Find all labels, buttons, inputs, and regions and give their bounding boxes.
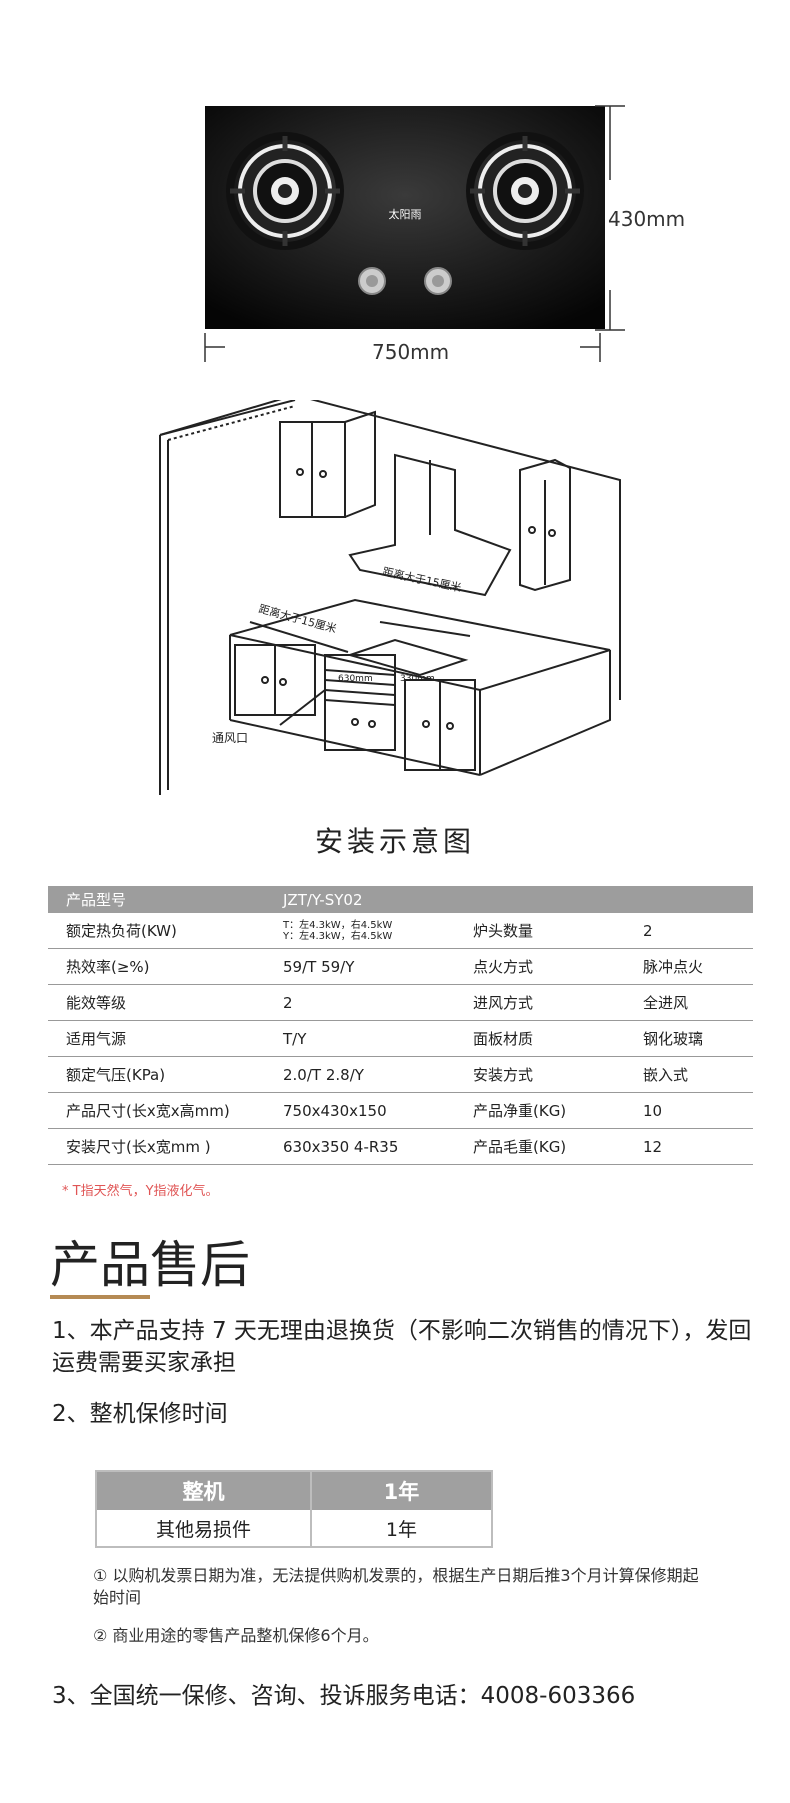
spec-value: T/Y <box>283 1029 307 1048</box>
knobs <box>358 267 452 295</box>
warranty-table: 整机 1年 其他易损件 1年 <box>95 1470 493 1548</box>
stove-top-view: 太阳雨 <box>205 106 605 329</box>
left-burner <box>226 132 344 250</box>
installation-diagram: 距离大于15厘米 距离大于15厘米 630mm 330mm 通风口 <box>159 400 621 795</box>
spec-key: 适用气源 <box>66 1030 127 1048</box>
right-burner <box>466 132 584 250</box>
spec-key: 安装方式 <box>473 1066 534 1084</box>
width-dimension: 750mm <box>372 340 450 364</box>
warranty-note-2: ② 商业用途的零售产品整机保修6个月。 <box>93 1626 379 1645</box>
warranty-heading: 2、整机保修时间 <box>52 1401 228 1427</box>
spec-key: 能效等级 <box>66 994 127 1012</box>
table-row: 能效等级 2 进风方式 全进风 <box>48 985 753 1021</box>
spec-header-label: 产品型号 <box>66 891 127 909</box>
spec-value: 630x350 4-R35 <box>283 1137 399 1156</box>
spec-header-value: JZT/Y-SY02 <box>283 890 363 909</box>
spec-key: 安装尺寸(长x宽mm ) <box>66 1138 211 1156</box>
spec-key: 产品尺寸(长x宽x高mm) <box>66 1102 230 1120</box>
table-row: 其他易损件 1年 <box>97 1510 491 1546</box>
spec-value: 2 <box>283 993 293 1012</box>
warranty-header-row: 整机 1年 <box>97 1472 491 1510</box>
vent-label: 通风口 <box>212 731 248 745</box>
cutout-dim-right: 330mm <box>400 674 435 684</box>
spec-key: 产品净重(KG) <box>473 1102 567 1120</box>
spec-value-line: Y：左4.3kW，右4.5kW <box>283 930 393 942</box>
warranty-note-1: ① 以购机发票日期为准，无法提供购机发票的，根据生产日期后推3个月计算保修期起始… <box>93 1566 699 1607</box>
spec-value-line: T：左4.3kW，右4.5kW <box>283 919 393 931</box>
table-row: 安装尺寸(长x宽mm ) 630x350 4-R35 产品毛重(KG) 12 <box>48 1129 753 1165</box>
warranty-cell: 1年 <box>385 1518 417 1541</box>
table-row: 适用气源 T/Y 面板材质 钢化玻璃 <box>48 1021 753 1057</box>
spec-value: 750x430x150 <box>283 1101 387 1120</box>
spec-value: 嵌入式 <box>643 1066 689 1084</box>
spec-value: 2.0/T 2.8/Y <box>283 1065 364 1084</box>
after-sales-title: 产品售后 <box>50 1236 250 1294</box>
spec-key: 额定热负荷(KW) <box>66 922 177 940</box>
spec-key: 进风方式 <box>473 994 534 1012</box>
title-underline <box>50 1295 150 1299</box>
spec-key: 热效率(≥%) <box>66 958 150 976</box>
spec-value: T：左4.3kW，右4.5kW Y：左4.3kW，右4.5kW <box>283 920 473 942</box>
service-hotline: 3、全国统一保修、咨询、投诉服务电话：4008-603366 <box>52 1683 636 1709</box>
spec-key: 额定气压(KPa) <box>66 1066 166 1084</box>
clearance-label-right: 距离大于15厘米 <box>381 564 462 594</box>
table-row: 额定热负荷(KW) T：左4.3kW，右4.5kW Y：左4.3kW，右4.5k… <box>48 913 753 949</box>
spec-header: 产品型号 JZT/Y-SY02 <box>48 886 753 913</box>
warranty-header-cell: 整机 <box>97 1472 312 1510</box>
return-policy-text: 1、本产品支持 7 天无理由退换货（不影响二次销售的情况下），发回运费需要买家承… <box>52 1318 752 1376</box>
spec-value: 12 <box>643 1137 663 1156</box>
spec-value: 钢化玻璃 <box>643 1030 704 1048</box>
spec-table: 产品型号 JZT/Y-SY02 额定热负荷(KW) T：左4.3kW，右4.5k… <box>48 886 753 1165</box>
diagram-title: 安装示意图 <box>314 825 475 858</box>
table-row: 额定气压(KPa) 2.0/T 2.8/Y 安装方式 嵌入式 <box>48 1057 753 1093</box>
spec-value: 脉冲点火 <box>643 958 704 976</box>
warranty-cell: 其他易损件 <box>97 1510 312 1546</box>
spec-key: 点火方式 <box>473 958 534 976</box>
brand-logo: 太阳雨 <box>389 208 422 221</box>
table-row: 产品尺寸(长x宽x高mm) 750x430x150 产品净重(KG) 10 <box>48 1093 753 1129</box>
spec-key: 产品毛重(KG) <box>473 1138 567 1156</box>
cutout-dim-left: 630mm <box>338 674 373 684</box>
warranty-header-cell: 1年 <box>383 1480 420 1504</box>
clearance-label-left: 距离大于15厘米 <box>257 601 338 635</box>
table-row: 热效率(≥%) 59/T 59/Y 点火方式 脉冲点火 <box>48 949 753 985</box>
spec-value: 全进风 <box>643 994 689 1012</box>
spec-value: 2 <box>643 921 653 940</box>
spec-value: 59/T 59/Y <box>283 957 355 976</box>
gas-type-note: * T指天然气，Y指液化气。 <box>62 1184 219 1199</box>
spec-key: 面板材质 <box>473 1030 534 1048</box>
dimension-lines <box>204 105 625 362</box>
spec-key: 炉头数量 <box>473 922 534 940</box>
height-dimension: 430mm <box>608 207 686 231</box>
spec-value: 10 <box>643 1101 663 1120</box>
